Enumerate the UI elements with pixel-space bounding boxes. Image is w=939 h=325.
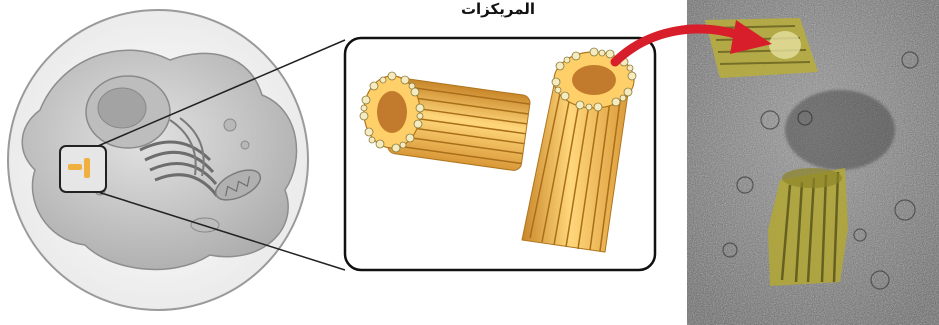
- micrograph: [687, 0, 939, 325]
- cell-illustration: [8, 10, 308, 310]
- micrograph-centriole-bottom: [768, 168, 848, 286]
- centriole-model-panel: [345, 38, 655, 270]
